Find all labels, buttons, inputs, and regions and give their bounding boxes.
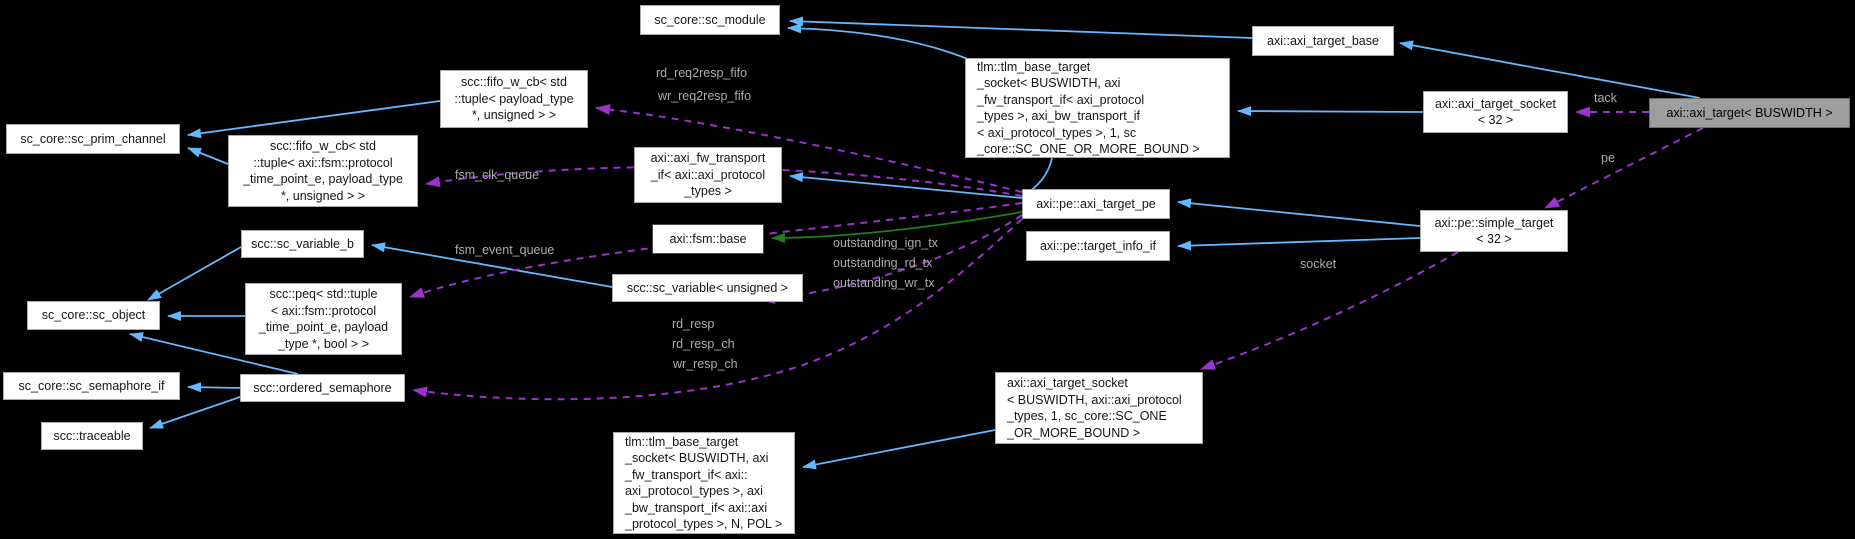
edge-axi-target-pe-to-fsm-base [771, 211, 1023, 243]
node-axi-axi-target-socket-32[interactable]: axi::axi_target_socket < 32 > [1423, 91, 1568, 133]
edge-simple-target-to-target-info-if [1177, 237, 1421, 251]
node-scc-sc-variable-b[interactable]: scc::sc_variable_b [241, 230, 364, 258]
node-axi-axi-target-base[interactable]: axi::axi_target_base [1252, 26, 1394, 56]
edge-axi-target-pe-to-fifo-payload-req2resp [595, 103, 1023, 193]
edge-axi-target-to-simple-target-pe [1544, 127, 1704, 209]
node-sc-core-sc-semaphore-if[interactable]: sc_core::sc_semaphore_if [3, 372, 180, 400]
node-scc-peq-tuple[interactable]: scc::peq< std::tuple < axi::fsm::protoco… [245, 283, 402, 355]
node-tlm-base-target-socket-one-or-more[interactable]: tlm::tlm_base_target _socket< BUSWIDTH, … [965, 58, 1230, 158]
edge-ordered-semaphore-to-sc-semaphore-if [187, 382, 241, 393]
edge-axi-target-pe-to-peq-fsm-event-queue [409, 202, 1023, 298]
edge-fifo-protocol-to-sc-prim-channel [187, 147, 229, 165]
edge-axi-target-pe-to-fifo-protocol-fsm-clk-queue [425, 166, 1023, 197]
edge-label-outstanding-ign-tx: outstanding_ign_tx [833, 236, 938, 250]
node-sc-core-sc-prim-channel[interactable]: sc_core::sc_prim_channel [6, 124, 180, 154]
node-axi-fw-transport-if[interactable]: axi::axi_fw_transport _if< axi::axi_prot… [634, 147, 782, 203]
node-scc-sc-variable-unsigned[interactable]: scc::sc_variable< unsigned > [612, 274, 803, 302]
edge-label-fsm-event-queue: fsm_event_queue [455, 243, 555, 257]
edge-simple-target-to-axi-target-socket-buswidth-socket [1200, 251, 1459, 370]
node-sc-core-sc-object[interactable]: sc_core::sc_object [27, 301, 160, 330]
edge-label-socket: socket [1300, 257, 1337, 271]
edge-sc-variable-b-to-sc-object [147, 246, 242, 301]
edge-axi-target-pe-to-ordered-semaphore-resp [412, 218, 1023, 401]
edge-axi-target-socket-buswidth-to-tlm-base-socket2 [802, 429, 996, 470]
edge-ordered-semaphore-to-traceable [149, 396, 241, 429]
node-axi-pe-simple-target-32[interactable]: axi::pe::simple_target < 32 > [1420, 210, 1568, 252]
edge-label-rd-req2resp-fifo: rd_req2resp_fifo [656, 66, 748, 80]
edge-fifo-payload-to-sc-prim-channel [187, 100, 441, 139]
node-scc-traceable[interactable]: scc::traceable [41, 422, 143, 450]
edge-label-wr-req2resp-fifo: wr_req2resp_fifo [658, 89, 752, 103]
edge-simple-target-to-axi-target-pe [1177, 198, 1421, 227]
edge-sc-variable-unsigned-to-sc-variable-b [371, 242, 613, 288]
edge-axi-target-pe-to-fw-transport-if [789, 172, 1023, 199]
edge-axi-target-to-axi-target-base [1399, 40, 1701, 99]
edge-label-pe: pe [1601, 151, 1615, 165]
node-sc-core-sc-module[interactable]: sc_core::sc_module [640, 5, 780, 35]
edge-label-fsm-clk-queue: fsm_clk_queue [455, 168, 540, 182]
node-tlm-base-target-socket-n-pol[interactable]: tlm::tlm_base_target _socket< BUSWIDTH, … [613, 432, 795, 534]
edge-label-tack: tack [1594, 91, 1617, 105]
node-scc-fifo-w-cb-payload[interactable]: scc::fifo_w_cb< std ::tuple< payload_typ… [440, 70, 588, 128]
node-scc-fifo-w-cb-protocol[interactable]: scc::fifo_w_cb< std ::tuple< axi::fsm::p… [228, 135, 418, 207]
edge-label-wr-resp-ch: wr_resp_ch [673, 357, 738, 371]
edge-axi-target-socket32-to-tlm-base-socket [1237, 106, 1424, 117]
node-axi-fsm-base[interactable]: axi::fsm::base [652, 224, 764, 254]
edge-label-outstanding-rd-tx: outstanding_rd_tx [833, 256, 933, 270]
node-scc-ordered-semaphore[interactable]: scc::ordered_semaphore [240, 374, 405, 402]
node-axi-pe-axi-target-pe[interactable]: axi::pe::axi_target_pe [1022, 189, 1170, 219]
edge-ordered-semaphore-to-sc-object [129, 332, 299, 375]
edge-axi-target-base-to-sc-module [789, 16, 1253, 39]
node-axi-axi-target-buswidth-main: axi::axi_target< BUSWIDTH > [1649, 98, 1850, 128]
node-axi-pe-target-info-if[interactable]: axi::pe::target_info_if [1026, 231, 1170, 261]
edge-label-rd-resp-ch: rd_resp_ch [672, 337, 735, 351]
edge-label-outstanding-wr-tx: outstanding_wr_tx [833, 276, 935, 290]
edge-label-rd-resp: rd_resp [672, 317, 715, 331]
node-axi-axi-target-socket-buswidth[interactable]: axi::axi_target_socket < BUSWIDTH, axi::… [995, 372, 1203, 444]
